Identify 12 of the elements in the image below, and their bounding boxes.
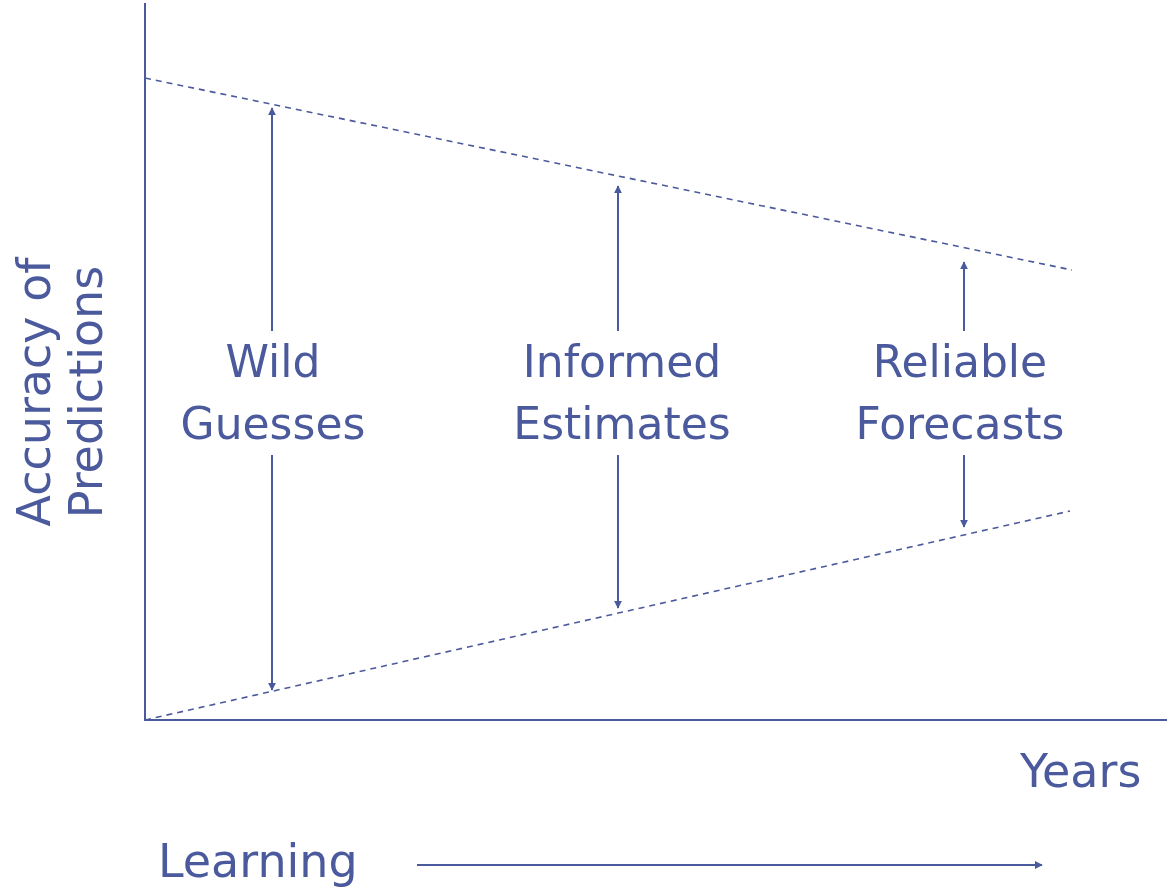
arrow: [614, 454, 622, 609]
stage-label: Reliable Forecasts: [854, 335, 1066, 451]
arrow: [960, 454, 968, 528]
axis-title: Accuracy of Predictions: [8, 255, 112, 529]
axis-title: Years: [1020, 743, 1142, 800]
arrow: [960, 261, 968, 332]
arrow: [614, 185, 622, 332]
arrow: [268, 454, 276, 691]
arrow: [268, 107, 276, 332]
stage-label: Informed Estimates: [512, 335, 732, 451]
axis-title: Learning: [158, 833, 358, 890]
stage-label: Wild Guesses: [179, 335, 367, 451]
